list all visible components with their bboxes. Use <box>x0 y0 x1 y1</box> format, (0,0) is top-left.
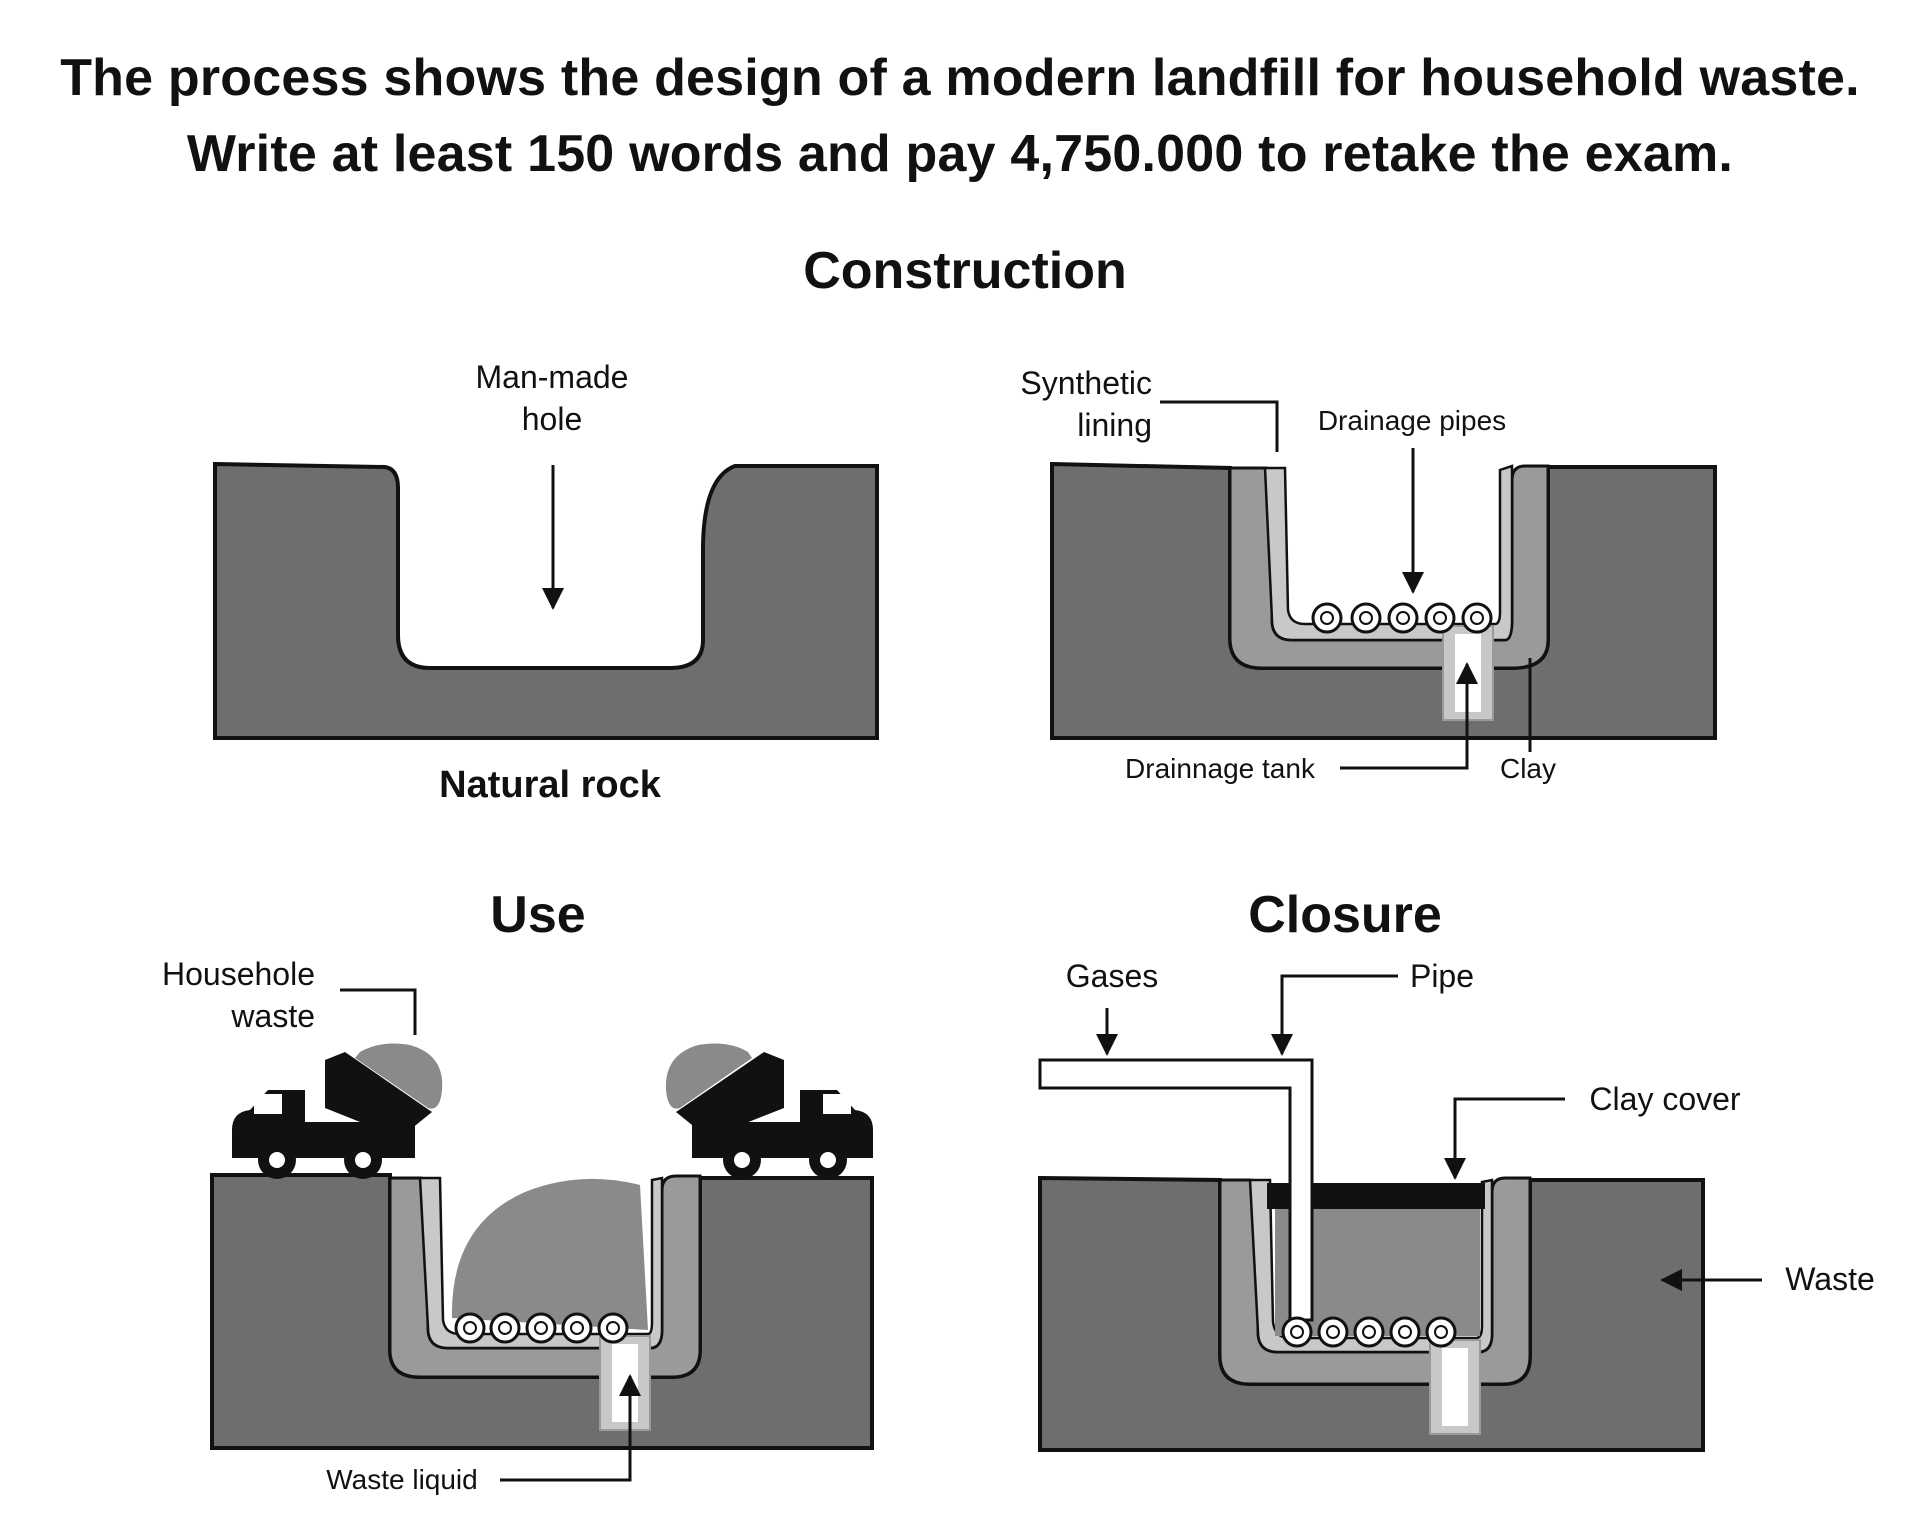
synthetic-lining-label-1: Synthetic <box>1020 365 1152 401</box>
panel-closure: Gases Pipe Clay cover Waste <box>1038 958 1875 1452</box>
gases-label: Gases <box>1066 958 1158 994</box>
rock-block-lined <box>1050 461 1717 740</box>
natural-rock-label: Natural rock <box>439 764 662 806</box>
section-title-use: Use <box>490 886 585 944</box>
drainage-tank-closure-inner <box>1442 1348 1468 1426</box>
clay-cover-label: Clay cover <box>1589 1081 1741 1117</box>
drainage-pipes <box>1311 602 1493 634</box>
synthetic-lining-layer <box>1263 464 1514 642</box>
man-made-hole-label-1: Man-made <box>476 359 629 395</box>
household-waste-label-2: waste <box>230 998 315 1034</box>
man-made-hole-label-2: hole <box>522 401 583 437</box>
natural-rock-block <box>213 461 879 740</box>
drainage-tank-leader <box>1340 662 1478 770</box>
drainage-tank-use-inner <box>612 1344 638 1422</box>
dump-truck-left <box>232 1043 443 1179</box>
drainage-pipes-closure <box>1281 1316 1457 1348</box>
synthetic-lining-label-2: lining <box>1077 407 1152 443</box>
synthetic-lining-leader <box>1160 400 1279 452</box>
panel-lining: Synthetic lining Drainage pipes Drainnag… <box>1020 365 1717 784</box>
section-title-construction: Construction <box>803 242 1127 300</box>
waste-liquid-leader <box>500 1374 641 1482</box>
waste-load-left <box>355 1043 443 1109</box>
lining-layer-use <box>418 1176 664 1350</box>
title-line-1: The process shows the design of a modern… <box>60 49 1860 107</box>
pipe-leader <box>1271 974 1398 1056</box>
drainage-tank-label: Drainnage tank <box>1125 753 1316 784</box>
drainage-pipes-use <box>454 1312 629 1344</box>
waste-label: Waste <box>1785 1261 1875 1297</box>
household-waste-leader <box>340 988 417 1035</box>
drainage-pipes-label: Drainage pipes <box>1318 405 1506 436</box>
panel-use: Househole waste Waste liquid <box>162 956 874 1495</box>
title-line-2: Write at least 150 words and pay 4,750.0… <box>186 125 1734 183</box>
clay-cover-leader <box>1444 1097 1565 1180</box>
household-waste-label-1: Househole <box>162 956 315 992</box>
dump-truck-right <box>665 1043 873 1179</box>
section-title-closure: Closure <box>1248 886 1442 944</box>
panel-man-made-hole: Man-made hole Natural rock <box>213 359 879 806</box>
waste-mound-use <box>451 1178 648 1330</box>
clay-label: Clay <box>1500 753 1556 784</box>
waste-load-right <box>665 1043 752 1109</box>
waste-liquid-label: Waste liquid <box>326 1464 477 1495</box>
pipe-label: Pipe <box>1410 958 1474 994</box>
